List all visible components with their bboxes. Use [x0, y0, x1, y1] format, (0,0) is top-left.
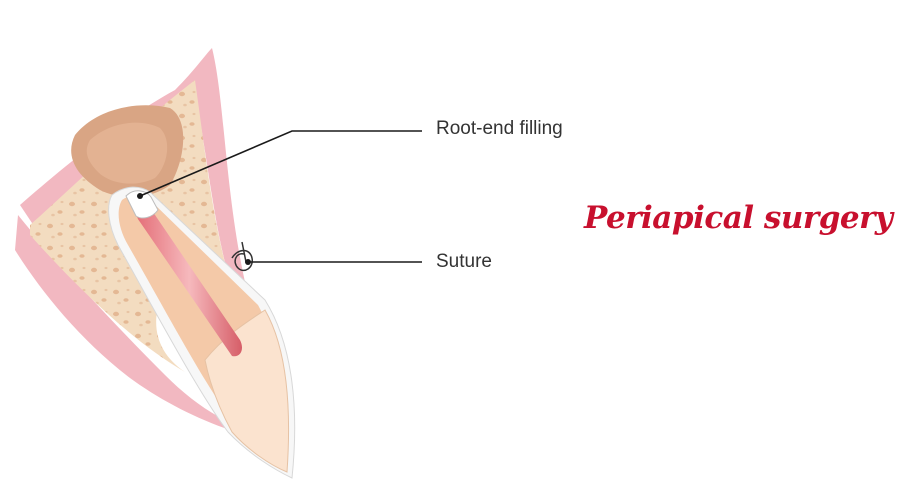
tooth-enamel — [204, 309, 290, 473]
root-canal-filling — [136, 206, 243, 357]
bone-cavity-inner — [86, 122, 168, 184]
root-end-filling-label: Root-end filling — [436, 118, 563, 139]
suture-pointer-dot — [245, 259, 251, 265]
suture-label: Suture — [436, 251, 492, 272]
suture-knot — [231, 241, 253, 272]
root-end-filling-material — [125, 190, 159, 219]
diagram-title: Periapical surgery — [584, 200, 893, 236]
root-end-filling-pointer-dot — [137, 193, 143, 199]
root-end-filling-leader-line — [139, 130, 422, 197]
